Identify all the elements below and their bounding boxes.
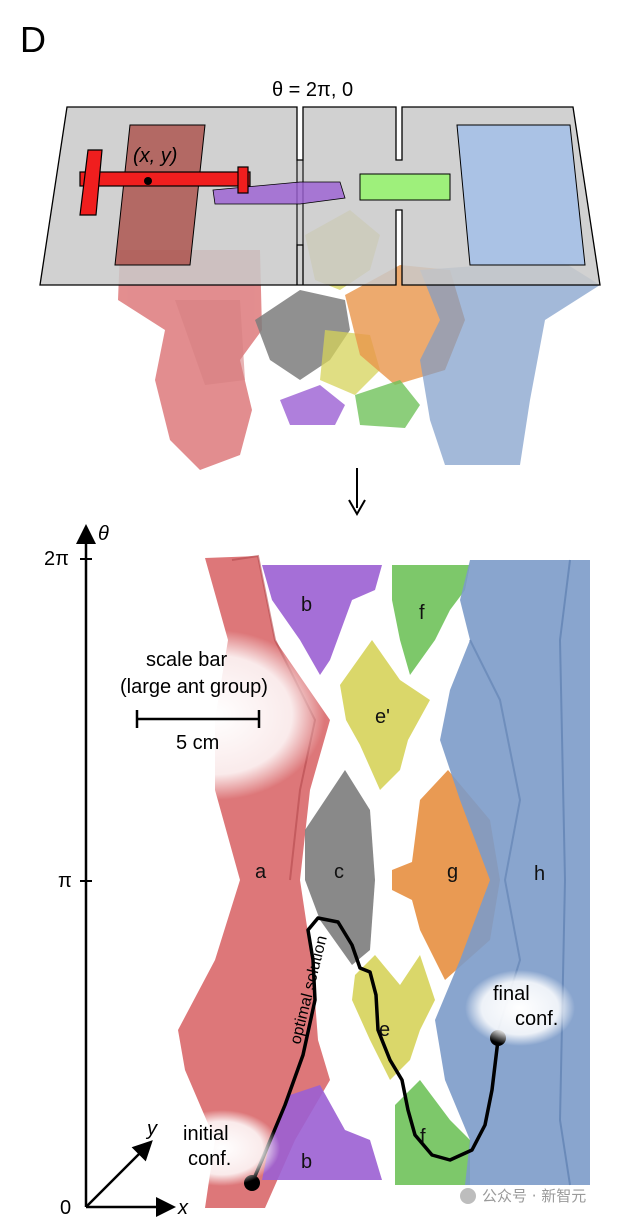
down-arrow (348, 468, 366, 517)
region-h-footprint (456, 124, 586, 266)
scale-bar (135, 710, 261, 728)
region-g-label: g (447, 861, 458, 883)
region-h-label: h (534, 863, 545, 885)
region-e-prime-label: e' (375, 706, 390, 728)
y-axis (85, 1140, 153, 1208)
wechat-icon (460, 1188, 476, 1204)
bottom-2d-view: θ 2π π 0 x y a b b c e' e (44, 523, 590, 1219)
region-c (305, 770, 375, 965)
initial-label-1: initial (183, 1123, 229, 1145)
watermark: 公众号 · 新智元 (460, 1187, 586, 1205)
origin-label: 0 (60, 1197, 71, 1219)
region-e-prime (340, 640, 430, 790)
theta-axis-label: θ (98, 523, 109, 545)
tick-2pi-label: 2π (44, 548, 69, 570)
panel-label: D (20, 19, 46, 60)
region-f-footprint (359, 173, 451, 201)
region-a-footprint (114, 124, 206, 266)
region-b-bottom (262, 1085, 382, 1180)
load-center-dot (144, 177, 152, 185)
scale-bar-length: 5 cm (176, 732, 219, 754)
region-b-top (262, 565, 382, 675)
blue-volume (420, 260, 600, 465)
scale-bar-title-1: scale bar (146, 649, 227, 671)
region-c-label: c (334, 861, 344, 883)
region-a-label: a (255, 861, 267, 883)
region-f-top-label: f (419, 602, 425, 624)
tick-pi-label: π (58, 870, 72, 892)
watermark-text: 公众号 · 新智元 (482, 1187, 586, 1205)
region-f-top (392, 565, 470, 675)
load-shape (79, 149, 251, 216)
load-position-label: (x, y) (133, 145, 177, 167)
final-label-2: conf. (515, 1008, 558, 1030)
top-3d-view: θ = 2π, 0 (39, 79, 601, 470)
scale-bar-glow (105, 630, 325, 800)
green-volume-bottom (355, 380, 420, 428)
region-b-top-label: b (301, 594, 312, 616)
region-e (352, 955, 435, 1080)
initial-label-2: conf. (188, 1148, 231, 1170)
x-axis-label: x (177, 1197, 189, 1219)
optimal-path (250, 916, 500, 1185)
final-label-1: final (493, 983, 530, 1005)
red-volume (118, 250, 262, 470)
initial-label-glow (164, 1110, 280, 1186)
purple-volume-bottom (280, 385, 345, 425)
region-b-bottom-label: b (301, 1151, 312, 1173)
scale-bar-title-2: (large ant group) (120, 676, 268, 698)
y-axis-label: y (145, 1118, 158, 1140)
region-e-label: e (379, 1019, 390, 1041)
final-label-glow (465, 970, 575, 1046)
region-f-bottom-label: f (420, 1126, 426, 1148)
plane-label: θ = 2π, 0 (272, 79, 353, 101)
